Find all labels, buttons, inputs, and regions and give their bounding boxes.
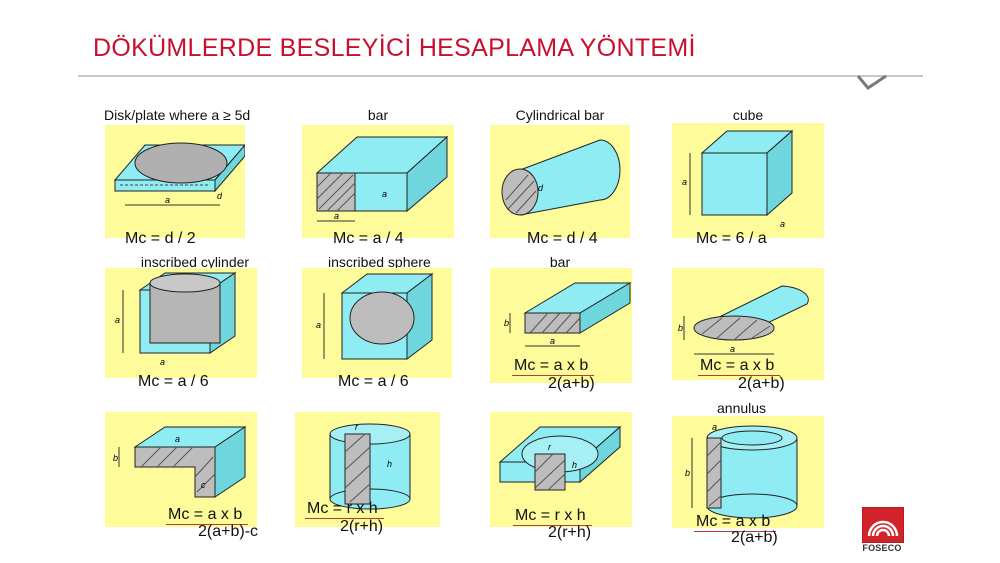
svg-text:a: a [730,344,735,354]
svg-text:b: b [504,318,509,328]
svg-text:c: c [201,480,206,490]
cylinder-section-diagram: r h [295,412,440,527]
svg-text:b: b [685,468,690,478]
disk-plate-diagram: a d [105,125,245,238]
cell-4-formula: Mc = 6 / a [696,230,767,247]
svg-text:h: h [572,460,577,470]
cell-11-denominator: 2(r+h) [548,524,592,541]
square-bar-diagram: a a [302,125,454,238]
svg-text:r: r [548,442,552,452]
cell-1-formula: Mc = d / 2 [125,230,196,247]
svg-text:a: a [550,336,555,346]
cell-12-denominator: 2(a+b) [731,529,778,546]
cylindrical-bar-diagram: d [490,125,630,238]
cell-9-formula: Mc = a x b [165,506,249,525]
cell-5-formula: Mc = a / 6 [138,373,209,390]
svg-text:d: d [217,191,223,201]
rect-bar-diagram: b a [490,268,632,383]
page-title: DÖKÜMLERDE BESLEYİCİ HESAPLAMA YÖNTEMİ [93,34,696,62]
cube-diagram: a a [672,123,824,238]
cell-6-formula: Mc = a / 6 [338,373,409,390]
svg-text:a: a [316,320,321,330]
cell-4-caption: cube [732,107,764,123]
cell-7-denominator: 2(a+b) [548,375,595,392]
cell-12-formula: Mc = a x b [693,513,777,532]
cell-3-caption: Cylindrical bar [515,107,605,123]
cylinder-in-plate-diagram: r h [490,412,632,527]
svg-text:r: r [355,422,359,432]
cell-9-numerator: Mc = a x b [165,506,249,525]
svg-text:b: b [113,453,118,463]
cell-8-formula: Mc = a x b [697,357,781,376]
chevron-down-icon [856,74,887,90]
inscribed-sphere-diagram: a [302,268,452,378]
annulus-diagram: b a [672,416,824,528]
svg-text:d: d [538,183,544,193]
cell-8-denominator: 2(a+b) [738,375,785,392]
angle-section-diagram: b a c [105,412,257,527]
cell-7-formula: Mc = a x b [511,357,595,376]
cell-3-formula: Mc = d / 4 [527,230,598,247]
cell-11-formula: Mc = r x h [513,507,592,526]
cell-1-caption: Disk/plate where a ≥ 5d [104,107,251,123]
cell-7-numerator: Mc = a x b [511,357,595,376]
cell-2-formula: Mc = a / 4 [333,230,404,247]
cell-2-caption: bar [367,107,389,123]
svg-text:a: a [160,357,165,367]
cell-12-caption: annulus [717,400,767,416]
cell-9-denominator: 2(a+b)-c [198,523,259,540]
svg-text:a: a [175,434,180,444]
svg-text:a: a [682,177,687,187]
svg-text:b: b [678,323,683,333]
cell-5-caption: inscribed cylinder [140,254,250,270]
cell-11-numerator: Mc = r x h [513,507,592,526]
svg-text:a: a [165,195,170,205]
title-divider [78,75,923,77]
svg-text:h: h [387,459,392,469]
cell-10-formula: Mc = r x h [305,500,384,519]
cell-6-caption: inscribed sphere [328,254,431,270]
svg-text:a: a [382,189,387,199]
elliptical-bar-diagram: b a [672,268,824,380]
cell-10-numerator: Mc = r x h [305,500,384,519]
foseco-logo-icon [862,507,904,543]
cell-8-numerator: Mc = a x b [697,357,781,376]
svg-text:a: a [780,219,785,229]
cell-7-caption: bar [549,254,571,270]
svg-text:a: a [712,422,717,432]
cell-10-denominator: 2(r+h) [340,518,384,535]
svg-text:a: a [334,211,339,221]
inscribed-cylinder-diagram: a a [105,268,257,378]
cell-12-numerator: Mc = a x b [693,513,777,532]
logo-wordmark: FOSECO [862,543,902,553]
svg-text:a: a [115,315,120,325]
